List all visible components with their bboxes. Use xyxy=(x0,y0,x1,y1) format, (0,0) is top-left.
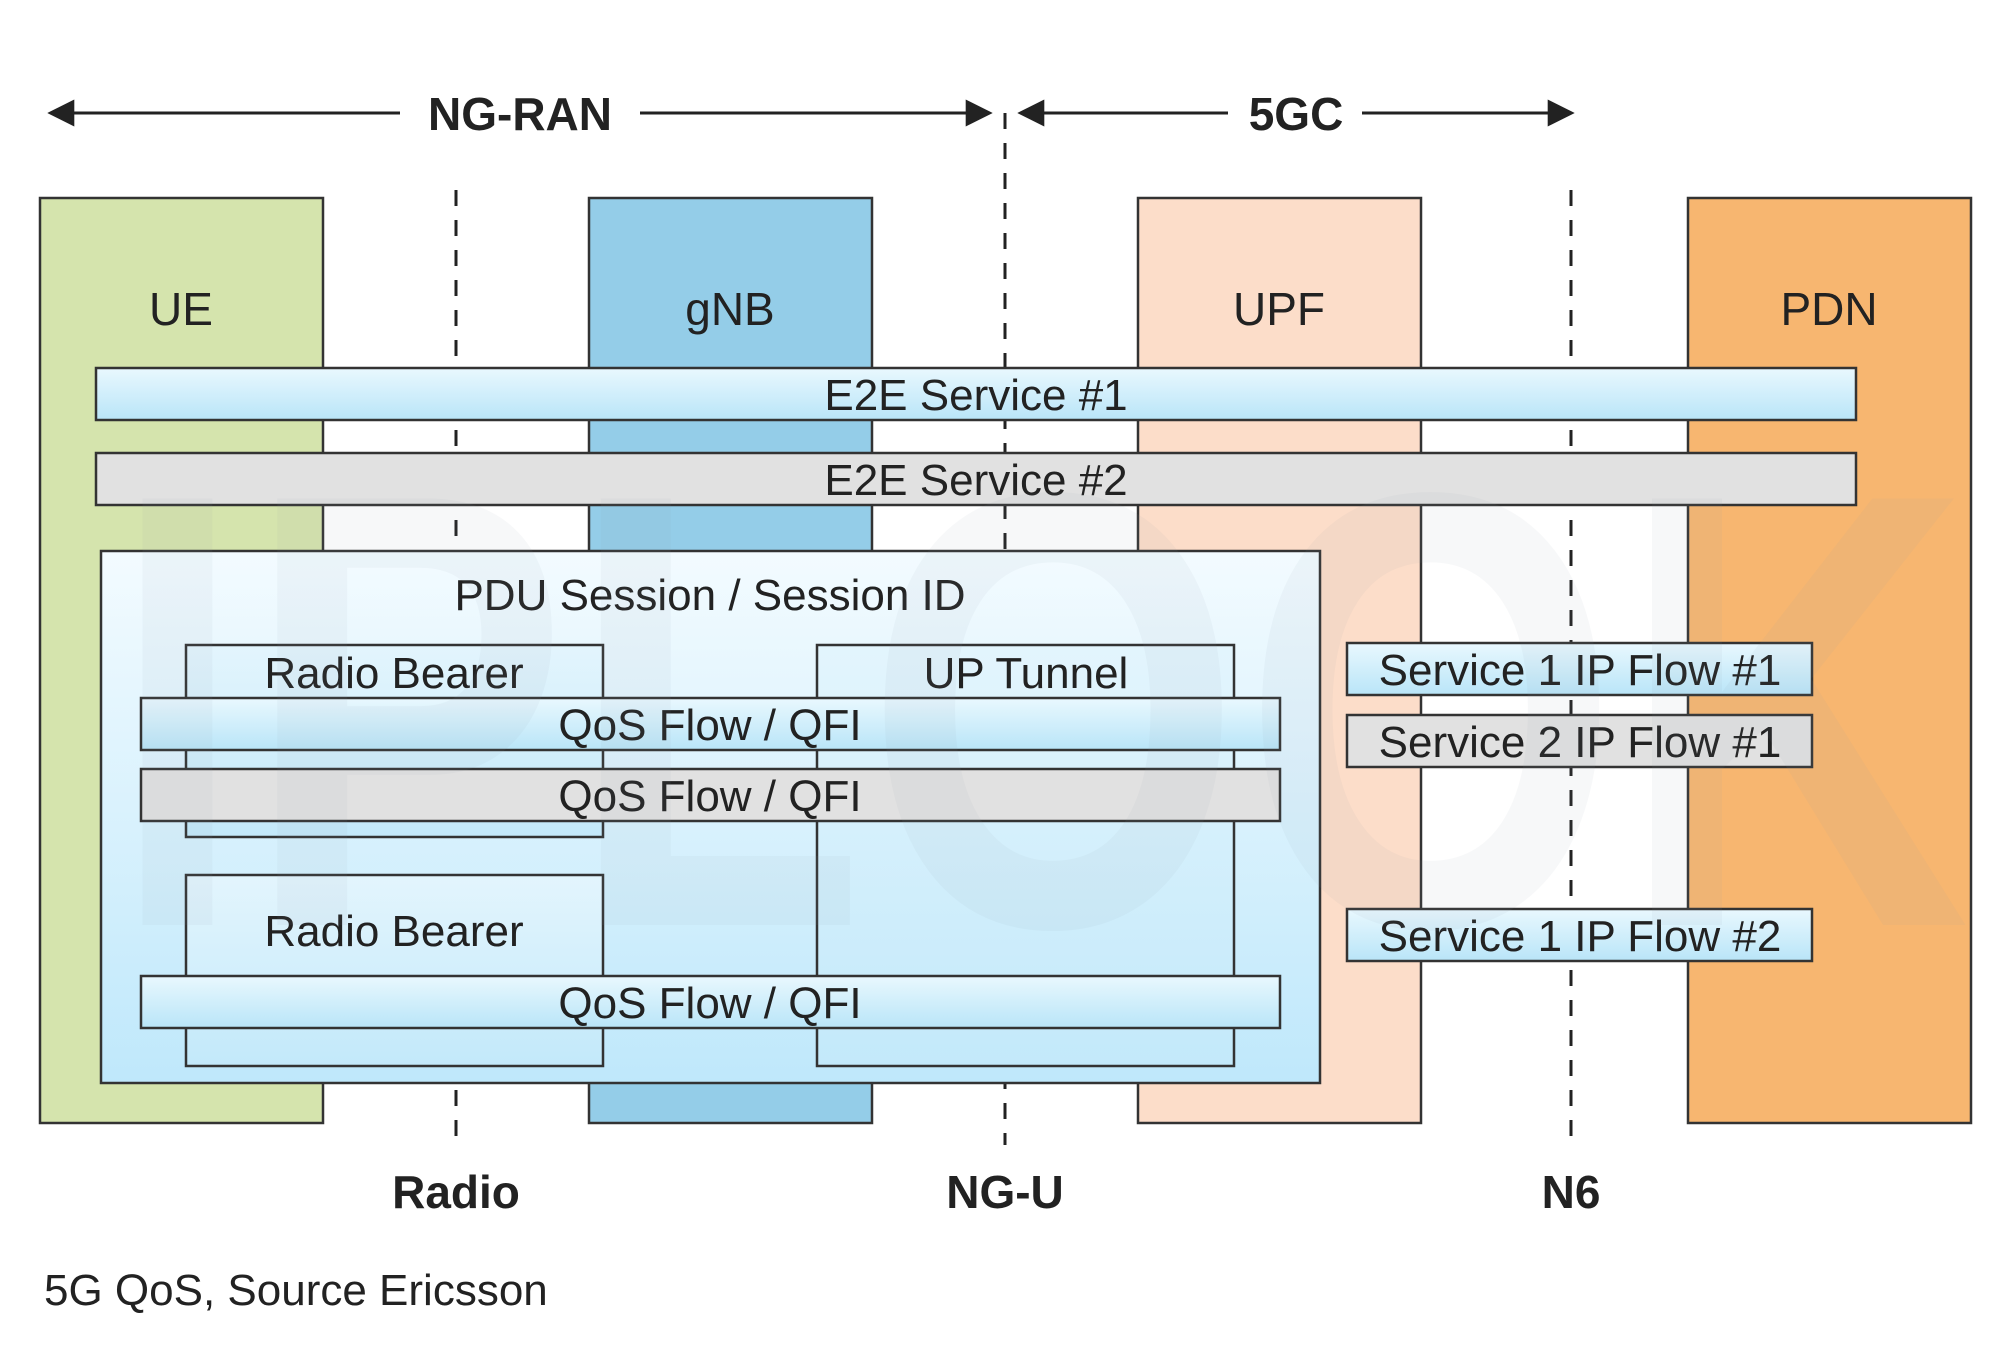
radio-bearer-upper-label: Radio Bearer xyxy=(264,649,523,698)
node-ue-label: UE xyxy=(149,283,213,335)
ng-ran-domain-arrow: NG-RAN xyxy=(47,88,993,140)
radio-interface-label: Radio xyxy=(392,1166,520,1218)
qos-flow-3-bar: QoS Flow / QFI xyxy=(139,974,1282,1030)
qos-flow-3-label: QoS Flow / QFI xyxy=(558,979,861,1028)
service-1-ip-flow-2: Service 1 IP Flow #2 xyxy=(1345,907,1814,963)
e2e-service-1-bar: E2E Service #1 xyxy=(94,366,1858,422)
node-upf-label: UPF xyxy=(1233,283,1325,335)
node-gnb-label: gNB xyxy=(685,283,774,335)
5gc-label: 5GC xyxy=(1249,88,1344,140)
qos-flow-1-label: QoS Flow / QFI xyxy=(558,701,861,750)
qos-flow-2-label: QoS Flow / QFI xyxy=(558,772,861,821)
service-2-ip-flow-1: Service 2 IP Flow #1 xyxy=(1345,713,1814,769)
ng-u-interface-label: NG-U xyxy=(946,1166,1064,1218)
pdu-session-label: PDU Session / Session ID xyxy=(454,571,965,620)
service-1-ip-flow-1: Service 1 IP Flow #1 xyxy=(1345,641,1814,697)
n6-interface-label: N6 xyxy=(1542,1166,1601,1218)
ng-ran-label: NG-RAN xyxy=(428,88,612,140)
qos-flow-2-bar: QoS Flow / QFI xyxy=(139,767,1282,823)
service-1-ip-flow-2-label: Service 1 IP Flow #2 xyxy=(1379,912,1782,961)
node-pdn-label: PDN xyxy=(1780,283,1877,335)
e2e-service-1-label: E2E Service #1 xyxy=(824,371,1127,420)
up-tunnel-label: UP Tunnel xyxy=(924,649,1129,698)
e2e-service-2-bar: E2E Service #2 xyxy=(94,451,1858,507)
service-1-ip-flow-1-label: Service 1 IP Flow #1 xyxy=(1379,646,1782,695)
watermark-logo: IPLOOK xyxy=(110,365,1970,1057)
qos-flow-1-bar: QoS Flow / QFI xyxy=(139,696,1282,752)
radio-bearer-lower: Radio Bearer xyxy=(184,873,605,1068)
5gc-domain-arrow: 5GC xyxy=(1017,88,1575,140)
e2e-service-2-label: E2E Service #2 xyxy=(824,456,1127,505)
caption: 5G QoS, Source Ericsson xyxy=(44,1266,548,1315)
radio-bearer-lower-label: Radio Bearer xyxy=(264,907,523,956)
service-2-ip-flow-1-label: Service 2 IP Flow #1 xyxy=(1379,718,1782,767)
